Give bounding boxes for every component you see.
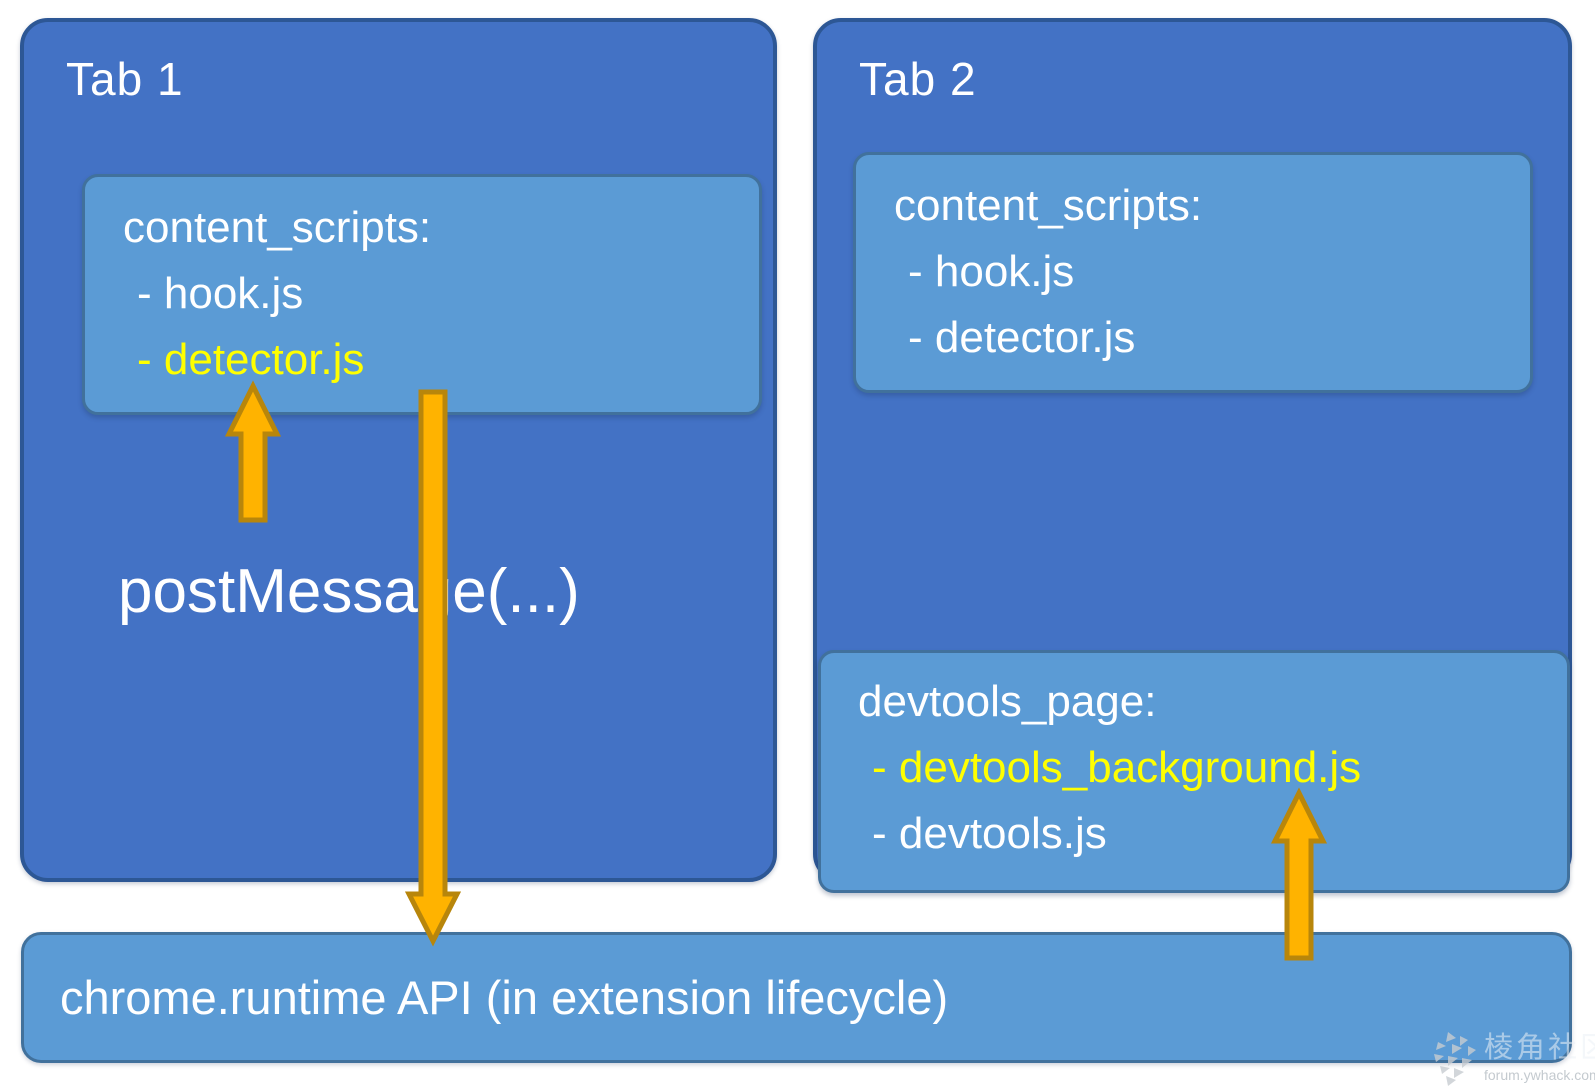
watermark-subtitle: forum.ywhack.com bbox=[1484, 1067, 1595, 1083]
tab1-content-scripts-heading: content_scripts: bbox=[123, 203, 432, 252]
post-message-label: postMessage(...) bbox=[118, 557, 580, 626]
tab2-content-scripts-heading: content_scripts: bbox=[894, 181, 1203, 230]
tab1-detector-js-line: - detector.js bbox=[137, 335, 365, 384]
devtools-js-line: - devtools.js bbox=[872, 809, 1107, 858]
tab2-detector-js-line: - detector.js bbox=[908, 313, 1136, 362]
devtools-background-js-line: - devtools_background.js bbox=[872, 743, 1362, 792]
tab2-title: Tab 2 bbox=[859, 53, 977, 105]
tab1-content-scripts-box: content_scripts: - hook.js - detector.js bbox=[82, 174, 762, 415]
tab1-hook-js-line: - hook.js bbox=[137, 269, 304, 318]
devtools-page-heading: devtools_page: bbox=[858, 677, 1157, 726]
tab2-hook-js-line: - hook.js bbox=[908, 247, 1075, 296]
tab2-devtools-page-box: devtools_page: - devtools_background.js … bbox=[818, 650, 1570, 893]
chrome-runtime-api-label: chrome.runtime API (in extension lifecyc… bbox=[60, 971, 949, 1024]
tab1-title: Tab 1 bbox=[66, 53, 184, 105]
tab1-window: Tab 1 content_scripts: - hook.js - detec… bbox=[20, 18, 777, 882]
tab2-content-scripts-box: content_scripts: - hook.js - detector.js bbox=[853, 152, 1533, 393]
chrome-runtime-api-bar: chrome.runtime API (in extension lifecyc… bbox=[21, 932, 1572, 1063]
